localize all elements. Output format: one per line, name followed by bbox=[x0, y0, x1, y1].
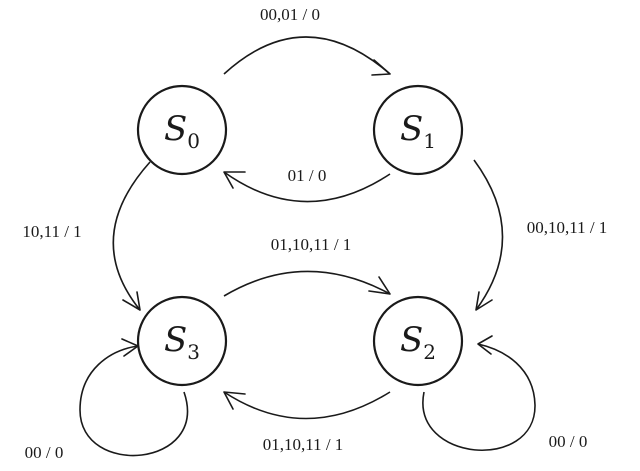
arrowhead-icon bbox=[223, 391, 246, 410]
label-s2-to-s3: 01,10,11 / 1 bbox=[263, 435, 344, 454]
state-s3-circle bbox=[136, 295, 228, 387]
state-s0: S0 bbox=[136, 84, 228, 176]
label-s1-to-s2: 00,10,11 / 1 bbox=[527, 218, 608, 237]
arrowhead-icon bbox=[475, 291, 493, 311]
state-s2-circle bbox=[372, 295, 464, 387]
state-s3-label: S3 bbox=[164, 320, 200, 364]
label-s2-self-loop: 00 / 0 bbox=[549, 432, 588, 451]
state-s2: S2 bbox=[372, 295, 464, 387]
edge-s2-self-loop bbox=[422, 335, 536, 452]
label-s0-to-s3: 10,11 / 1 bbox=[22, 222, 81, 241]
edge-s1-to-s2 bbox=[473, 159, 504, 311]
edge-s0-to-s3 bbox=[112, 161, 151, 311]
state-s0-label: S0 bbox=[164, 109, 200, 153]
label-s3-to-s2: 01,10,11 / 1 bbox=[271, 235, 352, 254]
state-s1: S1 bbox=[372, 84, 464, 176]
state-s1-circle bbox=[372, 84, 464, 176]
arrowhead-icon bbox=[223, 171, 246, 189]
edge-s0-to-s1 bbox=[223, 36, 391, 76]
label-s1-to-s0: 01 / 0 bbox=[288, 166, 327, 185]
arrowhead-icon bbox=[122, 291, 141, 311]
state-s3: S3 bbox=[136, 295, 228, 387]
label-s3-self-loop: 00 / 0 bbox=[25, 443, 64, 462]
edge-s3-to-s2 bbox=[223, 270, 391, 297]
arrowhead-icon bbox=[371, 59, 391, 76]
edge-s2-to-s3 bbox=[223, 391, 391, 420]
arrowhead-icon bbox=[477, 335, 493, 355]
state-s1-label: S1 bbox=[400, 109, 436, 153]
edge-s1-to-s0 bbox=[223, 171, 391, 203]
state-s0-circle bbox=[136, 84, 228, 176]
arrowhead-icon bbox=[368, 276, 391, 295]
state-s2-label: S2 bbox=[400, 320, 436, 364]
label-s0-to-s1: 00,01 / 0 bbox=[260, 5, 320, 24]
